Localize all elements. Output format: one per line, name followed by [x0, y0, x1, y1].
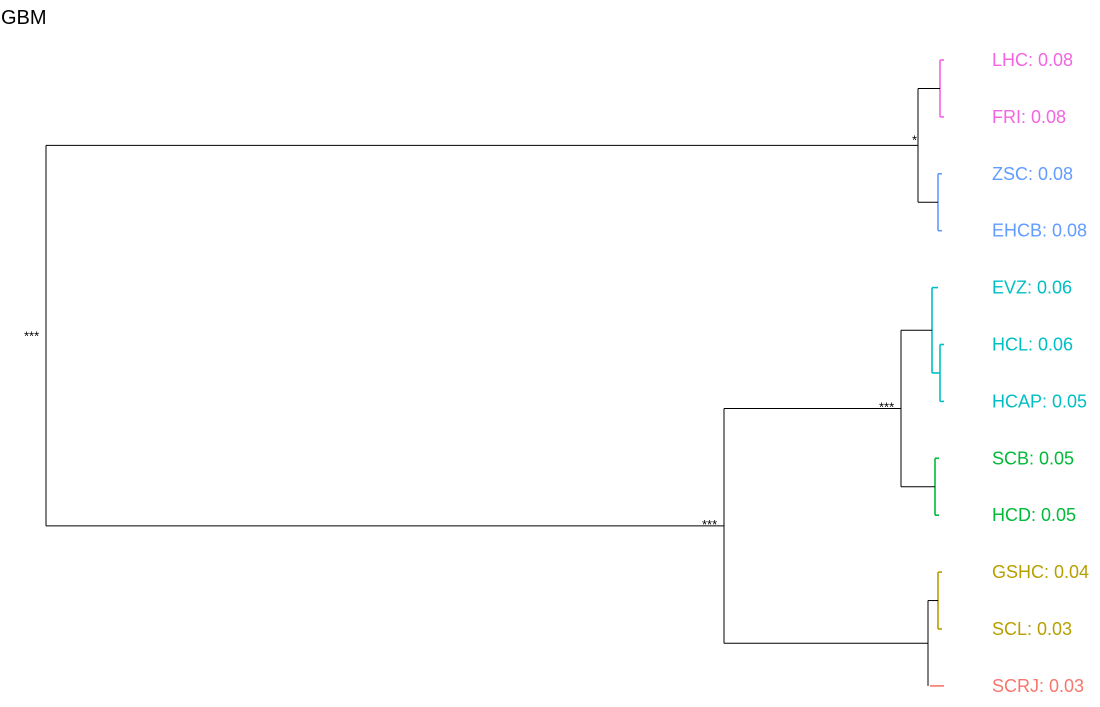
significance-label-pink-blue: * [912, 132, 917, 147]
significance-label-cyan-green: *** [879, 400, 894, 415]
dendrogram-branches [45, 59, 944, 687]
significance-label-lower: *** [702, 517, 717, 532]
leaf-label: GSHC: 0.04 [992, 562, 1089, 582]
chart-title: GBM [1, 7, 47, 29]
leaf-label: EVZ: 0.06 [992, 278, 1072, 298]
leaf-label: HCD: 0.05 [992, 505, 1076, 525]
leaf-label: SCB: 0.05 [992, 448, 1074, 468]
significance-labels: ********** [24, 132, 917, 532]
leaf-label: FRI: 0.08 [992, 107, 1066, 127]
leaf-label: ZSC: 0.08 [992, 164, 1073, 184]
leaf-label: LHC: 0.08 [992, 50, 1073, 70]
leaf-label: HCL: 0.06 [992, 335, 1073, 355]
leaf-label: SCL: 0.03 [992, 619, 1072, 639]
leaf-label: HCAP: 0.05 [992, 391, 1087, 411]
leaf-label: EHCB: 0.08 [992, 221, 1087, 241]
significance-label-root: *** [24, 329, 39, 344]
leaf-label: SCRJ: 0.03 [992, 676, 1084, 696]
